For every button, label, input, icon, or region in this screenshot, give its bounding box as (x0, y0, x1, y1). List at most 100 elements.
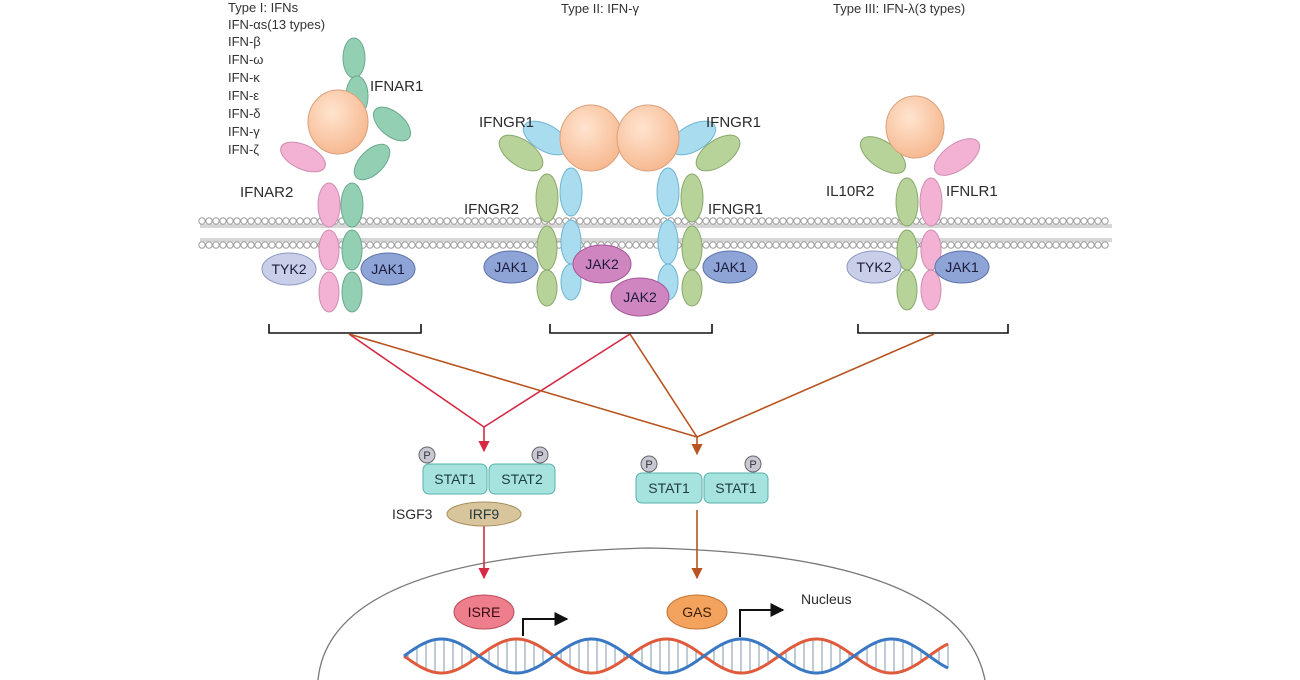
lipid-head (282, 217, 290, 225)
lipid-head (366, 241, 374, 249)
lipid-head (289, 217, 297, 225)
type1-receptor-complex (261, 37, 416, 313)
lipid-head (793, 241, 801, 249)
ifngr2-label: IFNGR2 (464, 201, 519, 218)
jak1-label: JAK1 (494, 259, 528, 275)
lipid-head (261, 241, 269, 249)
type3-receptor-complex (846, 95, 990, 311)
stat1-box (703, 472, 769, 504)
lipid-head (1038, 241, 1046, 249)
lipid-head (772, 241, 780, 249)
il10r2-domain (896, 269, 918, 311)
lipid-head (387, 241, 395, 249)
lipid-head (450, 241, 458, 249)
lipid-head (380, 217, 388, 225)
lipid-head (723, 241, 731, 249)
lipid-head (779, 241, 787, 249)
lipid-head (205, 217, 213, 225)
lipid-head (268, 217, 276, 225)
il10r2-domain (895, 177, 919, 227)
lipid-head (534, 217, 542, 225)
nucleus-envelope (317, 547, 986, 680)
lipid-head (800, 241, 808, 249)
ifnar2-domain (280, 141, 326, 173)
lipid-head (709, 241, 717, 249)
lipid-head (632, 217, 640, 225)
jak1-label: JAK1 (945, 259, 979, 275)
lipid-head (464, 217, 472, 225)
ifngr1-domain (657, 219, 679, 265)
type1-ifn-list: IFN-αs(13 types) IFN-β IFN-ω IFN-κ IFN-ε… (228, 17, 325, 157)
ifngr2-domain (681, 225, 703, 271)
lipid-head (492, 241, 500, 249)
jak2-label: JAK2 (585, 256, 619, 272)
lipid-head (996, 241, 1004, 249)
lipid-head (814, 217, 822, 225)
lipid-head (282, 241, 290, 249)
lipid-head (702, 217, 710, 225)
receptor-brackets (268, 324, 1009, 334)
lipid-head (1073, 217, 1081, 225)
lipid-head (485, 241, 493, 249)
lipid-head (877, 217, 885, 225)
lipid-head (723, 217, 731, 225)
lipid-head (520, 241, 528, 249)
transcription-arrow (739, 603, 785, 637)
lipid-head (513, 241, 521, 249)
jak1-label: JAK1 (713, 259, 747, 275)
tyk2-label: TYK2 (271, 261, 306, 277)
lipid-head (233, 217, 241, 225)
lipid-head (982, 241, 990, 249)
lipid-head (443, 217, 451, 225)
stat2-box (488, 463, 556, 495)
lipid-head (1024, 241, 1032, 249)
ifnlr1-label: IFNLR1 (946, 183, 998, 200)
phospho-badge (531, 446, 549, 464)
lipid-head (842, 217, 850, 225)
lipid-head (800, 217, 808, 225)
lipid-head (793, 217, 801, 225)
lipid-head (1066, 217, 1074, 225)
lipid-head (471, 217, 479, 225)
lipid-head (604, 217, 612, 225)
lipid-head (751, 241, 759, 249)
lipid-head (870, 241, 878, 249)
irf9-oval (446, 501, 522, 527)
lipid-head (1094, 241, 1102, 249)
ifngr1-domain (559, 167, 583, 217)
lipid-head (828, 217, 836, 225)
lipid-head (702, 241, 710, 249)
lipid-head (709, 217, 717, 225)
irf9-label: IRF9 (469, 506, 500, 522)
transcription-arrow (522, 612, 569, 636)
dna-helix (403, 637, 949, 675)
lipid-head (807, 241, 815, 249)
lipid-head (989, 241, 997, 249)
lipid-head (408, 241, 416, 249)
isre-element (453, 594, 515, 630)
ifngr1-domain (656, 167, 680, 217)
lipid-head (513, 217, 521, 225)
lipid-head (233, 241, 241, 249)
lipid-head (779, 217, 787, 225)
ifn-list-item: IFN-ε (228, 88, 259, 103)
lipid-head (968, 241, 976, 249)
lipid-head (450, 217, 458, 225)
lipid-head (618, 217, 626, 225)
lipid-head (457, 217, 465, 225)
lipid-head (590, 217, 598, 225)
nucleus-label: Nucleus (801, 591, 852, 607)
lipid-head (1031, 217, 1039, 225)
type2-header: Type II: IFN-γ (561, 1, 640, 16)
lipid-head (975, 217, 983, 225)
lipid-head (254, 217, 262, 225)
lipid-head (884, 241, 892, 249)
jak1-kinase (483, 250, 539, 284)
ifnar1-domain (342, 37, 366, 79)
lipid-head (814, 241, 822, 249)
ifngr1-label: IFNGR1 (479, 114, 534, 131)
isgf3-label: ISGF3 (392, 506, 433, 522)
signaling-arrows (348, 333, 935, 580)
lipid-head (940, 241, 948, 249)
